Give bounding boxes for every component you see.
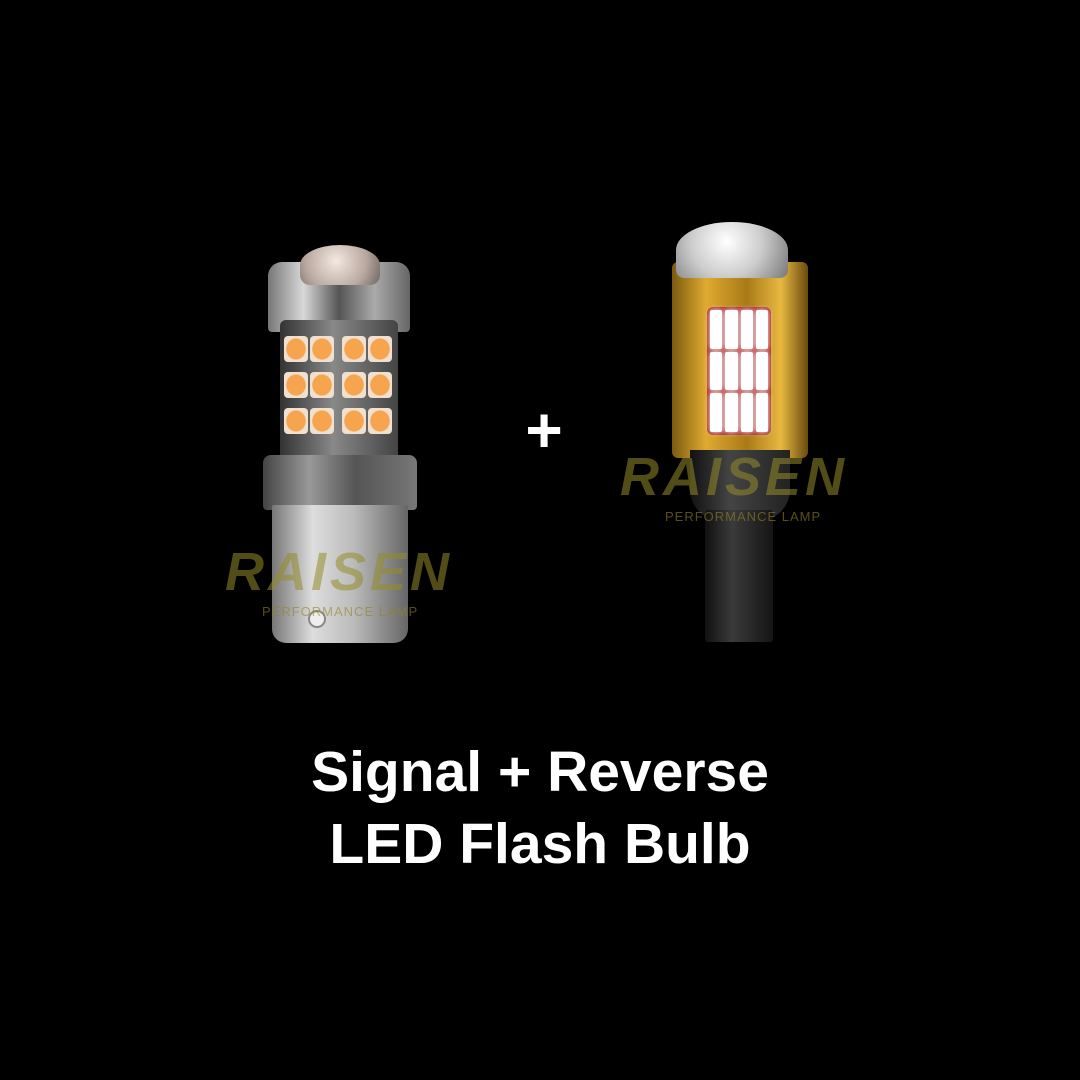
plus-sign: + (525, 394, 563, 466)
wedge-base (705, 510, 773, 642)
bulb-neck (690, 450, 790, 520)
watermark-logo: RAISEN (225, 542, 454, 602)
bulb-pin (308, 610, 326, 628)
bulb-collar (263, 455, 417, 510)
watermark-logo: RAISEN (620, 447, 849, 507)
led-array (280, 320, 398, 460)
led-array (707, 307, 771, 435)
title-line-2: LED Flash Bulb (329, 812, 751, 876)
watermark-tagline: PERFORMANCE LAMP (262, 604, 419, 619)
title-line-1: Signal + Reverse (311, 740, 769, 804)
bulb-base (272, 505, 408, 643)
bulb-lens (300, 245, 380, 285)
watermark-tagline: PERFORMANCE LAMP (665, 509, 822, 524)
bulb-lens (676, 222, 788, 278)
